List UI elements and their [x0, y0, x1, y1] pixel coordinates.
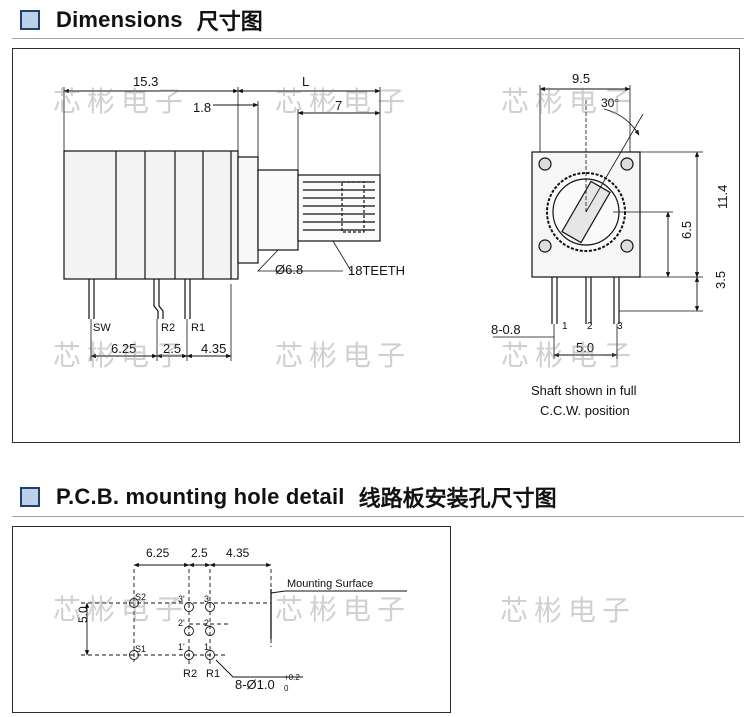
pcb-dim-4-35: 4.35: [226, 546, 250, 560]
section-title-zh: 线路板安装孔尺寸图: [358, 486, 557, 511]
dim-11-4: 11.4: [715, 185, 730, 209]
hole-spec: 8-Ø1.0: [235, 677, 275, 692]
dim-6-5: 6.5: [679, 221, 694, 239]
front-pin-3: 3: [617, 321, 623, 332]
watermark-outside: 芯彬电子: [500, 594, 636, 627]
section-title-pcb: P.C.B. mounting hole detail 线路板安装孔尺寸图: [20, 484, 557, 511]
section-title-zh: 尺寸图: [196, 9, 263, 34]
hole-label-2: 2: [204, 618, 209, 628]
watermark-text: 芯彬电子: [53, 339, 189, 372]
pcb-dim-6-25: 6.25: [146, 546, 170, 560]
dim-3-5: 3.5: [713, 271, 728, 289]
watermark-text: 芯彬电子: [500, 594, 636, 627]
hole-tolerance-lower: 0: [284, 684, 289, 693]
label-mounting-surface: Mounting Surface: [287, 578, 373, 590]
front-pin-1: 1: [562, 321, 568, 332]
section-title-en: Dimensions: [56, 7, 183, 32]
dim-7: 7: [335, 98, 342, 113]
pin-label-r1: R1: [191, 322, 205, 334]
dim-1-8: 1.8: [193, 100, 211, 115]
pcb-dim-5-0: 5.0: [76, 606, 90, 623]
label-angle: 30°: [601, 96, 619, 110]
note-line-2: C.C.W. position: [540, 403, 630, 418]
hole-label-1p: 1': [178, 642, 185, 652]
hole-bottom-label-r1: R1: [206, 668, 220, 680]
label-teeth: 18TEETH: [348, 263, 405, 278]
hole-label-3: 3: [204, 594, 209, 604]
watermark-text: 芯彬电子: [501, 85, 637, 118]
side-view: [63, 87, 381, 361]
section-marker-icon: [20, 10, 40, 30]
front-pin-2: 2: [587, 321, 593, 332]
hole-tolerance-upper: +0.2: [284, 673, 300, 682]
pcb-dim-2-5: 2.5: [191, 546, 208, 560]
watermark-text: 芯彬电子: [275, 339, 411, 372]
watermark-text: 芯彬电子: [53, 85, 189, 118]
dim-l: L: [302, 74, 309, 89]
dim-4-35: 4.35: [201, 341, 226, 356]
hole-label-1: 1: [204, 642, 209, 652]
pin-label-r2: R2: [161, 322, 175, 334]
dim-shaft-diameter: Ø6.8: [275, 262, 303, 277]
section-title-dimensions: Dimensions 尺寸图: [20, 7, 263, 34]
hole-label-2p: 2': [178, 618, 185, 628]
hole-label-s2: S2: [135, 592, 146, 602]
watermark-text: 芯彬电子: [275, 85, 411, 118]
pcb-panel: 6.25 2.5 4.35 Mounting Surface 5.0 S2 S1…: [12, 526, 451, 713]
watermark-group: 芯彬电子 芯彬电子 芯彬电子 芯彬电子 芯彬电子 芯彬电子: [53, 85, 637, 372]
hole-bottom-label-r2: R2: [183, 668, 197, 680]
title-rule: [12, 516, 744, 517]
hole-label-s1: S1: [135, 644, 146, 654]
dimensions-drawing: 15.3 L 1.8 7 Ø6.8 18TEETH SW R2 R1 6.25 …: [53, 71, 730, 418]
dimensions-panel: 15.3 L 1.8 7 Ø6.8 18TEETH SW R2 R1 6.25 …: [12, 48, 740, 443]
dim-5-0: 5.0: [576, 340, 594, 355]
pin-label-sw: SW: [93, 322, 111, 334]
watermark-text: 芯彬电子: [53, 593, 189, 626]
pcb-drawing: 6.25 2.5 4.35 Mounting Surface 5.0 S2 S1…: [53, 546, 411, 693]
watermark-text: 芯彬电子: [275, 593, 411, 626]
front-view: [493, 85, 703, 359]
section-marker-icon: [20, 487, 40, 507]
dim-15-3: 15.3: [133, 74, 158, 89]
dim-6-25: 6.25: [111, 341, 136, 356]
dim-2-5: 2.5: [163, 341, 181, 356]
dim-9-5: 9.5: [572, 71, 590, 86]
watermark-text: 芯彬电子: [501, 339, 637, 372]
hole-label-3p: 3': [178, 594, 185, 604]
watermark-group: 芯彬电子 芯彬电子: [53, 593, 411, 626]
note-line-1: Shaft shown in full: [531, 383, 637, 398]
dim-8-0-8: 8-0.8: [491, 322, 521, 337]
section-title-en: P.C.B. mounting hole detail: [56, 484, 345, 509]
title-rule: [12, 38, 744, 39]
